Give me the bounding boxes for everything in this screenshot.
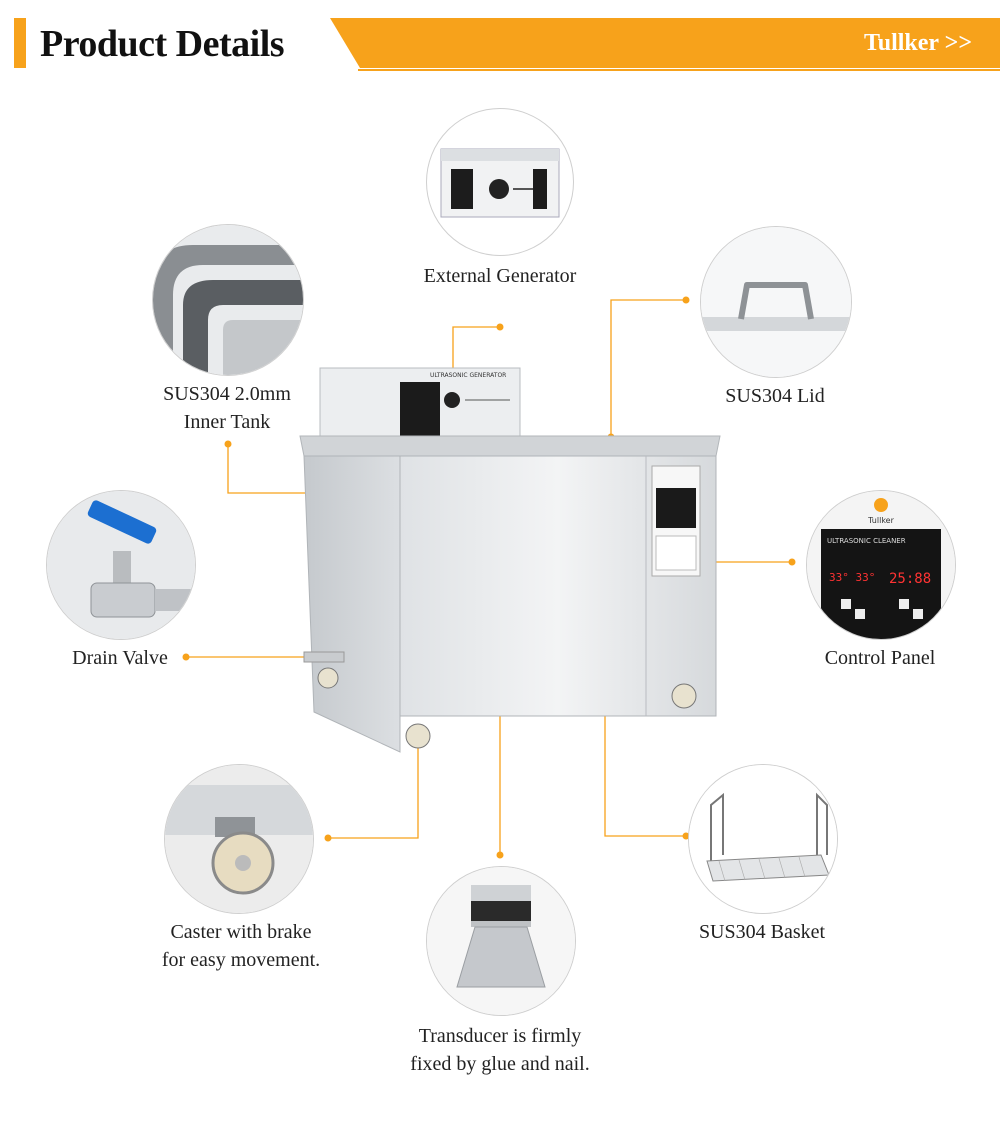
basket-label: SUS304 Basket [698,921,826,943]
transducer-label-line2: fixed by glue and nail. [410,1053,590,1075]
inner-tank-label-line1: SUS304 2.0mm [163,383,291,405]
transducer-label: Transducer is firmly fixed by glue and n… [380,1022,620,1078]
ultrasonic-cleaner-machine: ULTRASONIC GENERATOR [299,367,721,753]
inner-tank-label: SUS304 2.0mm Inner Tank [127,380,327,436]
inner-tank-label-line2: Inner Tank [183,411,271,433]
external-generator-label: External Generator [423,265,577,287]
control-panel-detail-image: Tullker ULTRASONIC CLEANER 33° 33° 25:88 [806,490,956,640]
panel-display-right: 25:88 [889,571,931,587]
inner-tank-detail-image [152,224,304,376]
basket-detail-image [688,764,838,914]
caster-label: Caster with brake for easy movement. [131,918,351,974]
lid-label: SUS304 Lid [725,385,825,407]
caster-label-line2: for easy movement. [161,949,321,971]
caster-detail-image [164,764,314,914]
header-banner [330,18,1000,68]
transducer-detail-image [426,866,576,1016]
generator-detail-image [426,108,574,256]
generator-title: ULTRASONIC GENERATOR [430,372,506,379]
caster-label-line1: Caster with brake [170,921,312,943]
drain-valve-detail-image [46,490,196,640]
drain-valve-label: Drain Valve [72,647,168,669]
lid-detail-image [700,226,852,378]
brand-link[interactable]: Tullker >> [863,30,972,56]
control-panel-label: Control Panel [824,647,936,669]
panel-display-left: 33° 33° [829,571,875,584]
transducer-label-line1: Transducer is firmly [418,1025,582,1047]
page-title: Product Details [40,23,285,65]
header-underline [358,69,1000,71]
header-accent-bar [14,18,26,68]
panel-title: ULTRASONIC CLEANER [827,537,906,545]
panel-brand: Tullker [867,516,894,525]
